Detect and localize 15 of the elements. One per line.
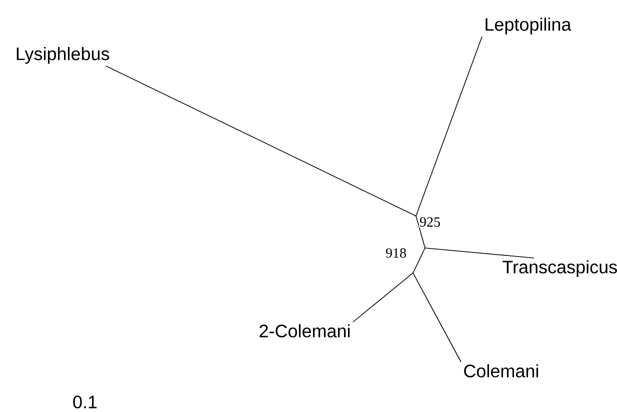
bootstrap-value: 925 [420, 217, 440, 227]
taxon-label: Leptopilina [486, 18, 572, 34]
taxon-label: 2-Colemani [260, 324, 350, 338]
branch-line [412, 248, 426, 274]
taxon-label: Transcaspicus [502, 260, 617, 277]
branch-line [416, 36, 482, 216]
bootstrap-value: 918 [386, 248, 406, 258]
branch-line [416, 216, 426, 248]
branch-line [106, 66, 416, 216]
scale-label: 0.1 [73, 396, 97, 408]
taxon-label: Colemani [464, 364, 538, 378]
branch-line [424, 248, 534, 258]
taxon-label: Lysiphlebus [16, 47, 110, 64]
branch-line [352, 272, 414, 322]
branch-line [412, 272, 462, 362]
